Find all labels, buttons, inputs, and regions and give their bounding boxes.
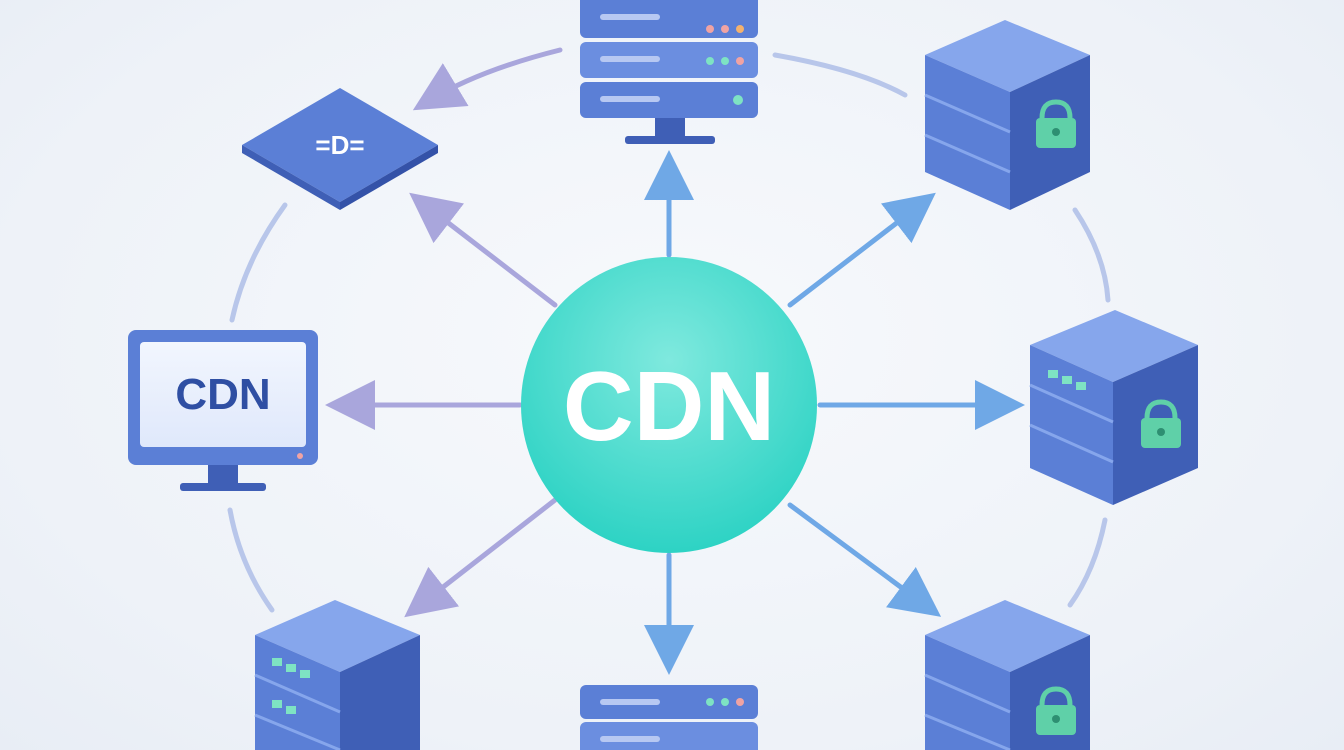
padlock-icon [1141, 399, 1181, 448]
spokes [325, 150, 1025, 675]
led [286, 706, 296, 714]
cube-seam [1029, 383, 1114, 424]
server-rack-bottom[interactable] [580, 685, 758, 750]
rack-line [600, 699, 660, 705]
led [706, 25, 714, 33]
server-cube-bottom-left[interactable] [254, 600, 420, 750]
cube-seam [254, 673, 341, 714]
cube-top [255, 600, 420, 672]
cdn-hub[interactable]: CDN [521, 257, 817, 553]
ring-arc-right-upper [1072, 207, 1111, 303]
led [721, 57, 729, 65]
arrow-to-router [412, 47, 563, 111]
cube-seam [924, 673, 1011, 714]
led [733, 95, 743, 105]
led [286, 664, 296, 672]
router-edge [242, 145, 340, 210]
led [706, 698, 714, 706]
spoke-down-left [404, 497, 558, 618]
ring-arc-top-right [772, 52, 908, 98]
cube-side [340, 635, 420, 750]
rack-line [600, 96, 660, 102]
monitor-screen [140, 342, 306, 447]
hub-circle [521, 257, 817, 553]
spoke-up-left [409, 192, 558, 308]
led [300, 670, 310, 678]
server-cube-top-right[interactable] [924, 20, 1090, 210]
led [1048, 370, 1058, 378]
stand-neck [655, 118, 685, 138]
rack-line [600, 736, 660, 742]
hub-label: CDN [563, 351, 775, 461]
padlock-icon [1036, 686, 1076, 735]
cube-top [1030, 310, 1198, 382]
cube-top [925, 600, 1090, 672]
cube-seam [924, 713, 1011, 750]
router-glyph: =D= [315, 130, 364, 160]
rack-line [600, 56, 660, 62]
server-rack-top[interactable] [580, 0, 758, 144]
cube-seam [924, 93, 1011, 134]
ring-arc-left-lower [227, 507, 275, 613]
led [721, 25, 729, 33]
server-cube-bottom-right[interactable] [924, 600, 1090, 750]
spoke-up-right [787, 192, 936, 308]
cube-seam [1029, 423, 1114, 464]
led [1062, 376, 1072, 384]
rack-slot [580, 82, 758, 118]
padlock-icon [1036, 99, 1076, 148]
server-cube-right[interactable] [1029, 310, 1198, 505]
stand-neck [208, 465, 238, 485]
server-rack-icon [580, 685, 758, 719]
ring-arc-left-upper [229, 202, 288, 323]
led [736, 698, 744, 706]
stand-base [180, 483, 266, 491]
stand-base [625, 136, 715, 144]
rack-slot [580, 722, 758, 750]
led [721, 698, 729, 706]
router-edge [340, 145, 438, 210]
rack-slot [580, 42, 758, 78]
monitor-device[interactable]: CDN [128, 330, 318, 491]
led [272, 658, 282, 666]
led [736, 57, 744, 65]
cube-seam [254, 713, 341, 750]
led [272, 700, 282, 708]
server-cube-icon [1030, 345, 1113, 505]
router-device[interactable]: =D= [242, 88, 438, 210]
led [1076, 382, 1086, 390]
ring-arc-right-lower [1067, 517, 1108, 608]
led [736, 25, 744, 33]
led [297, 453, 303, 459]
spoke-down-right [787, 502, 942, 617]
led [706, 57, 714, 65]
cube-top [925, 20, 1090, 92]
monitor-screen-label: CDN [175, 370, 270, 419]
server-cube-icon [925, 55, 1010, 210]
rack-line [600, 14, 660, 20]
cube-seam [924, 133, 1011, 174]
